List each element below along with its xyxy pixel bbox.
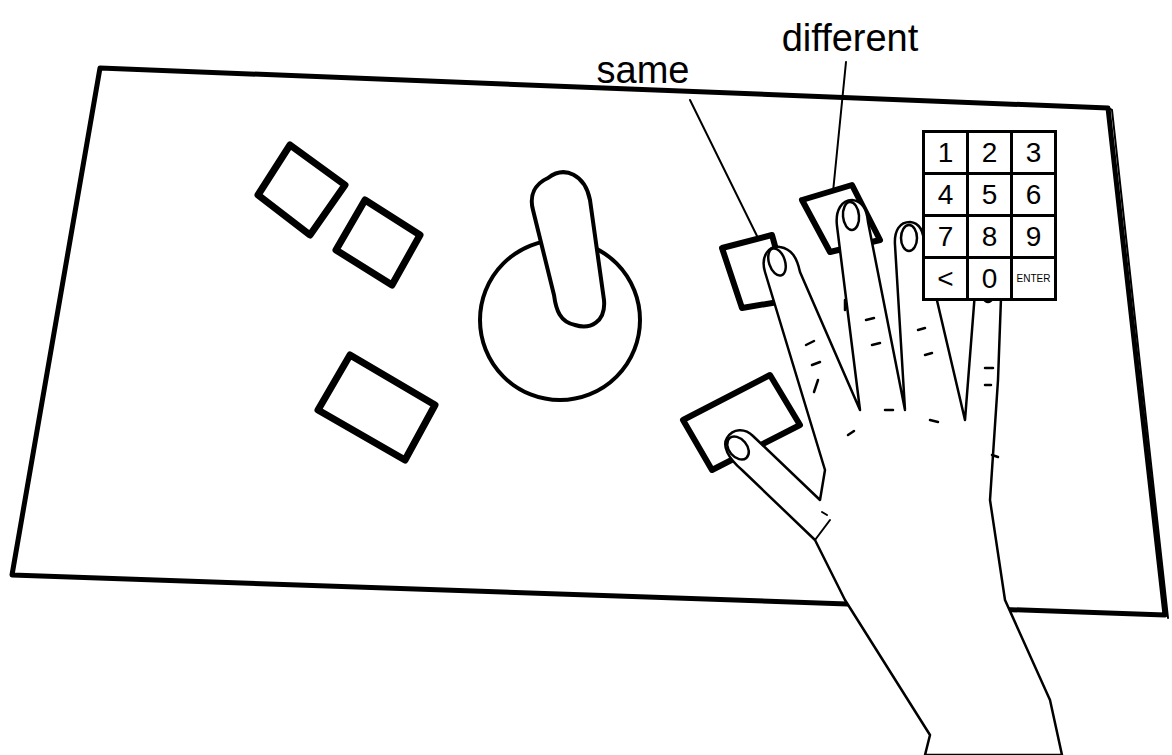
keypad-key: ENTER [1010,256,1057,301]
keypad-key: 7 [922,214,969,259]
keypad-key: 5 [966,172,1013,217]
button [336,200,420,285]
keypad-key: 4 [922,172,969,217]
joystick-stick [532,172,604,326]
keypad-key: 6 [1010,172,1057,217]
keypad-key: 0 [966,256,1013,301]
leader-line [833,62,846,192]
key-label: 1 [938,139,954,167]
button [258,145,345,235]
leader-line [690,100,758,238]
keypad-key: 8 [966,214,1013,259]
key-label: 5 [982,181,998,209]
button-label: same [597,51,690,89]
key-label: 2 [982,139,998,167]
keypad-key: 3 [1010,130,1057,175]
keypad-key: 1 [922,130,969,175]
key-label: ENTER [1017,274,1051,284]
key-label: 4 [938,181,954,209]
hand [723,200,1062,755]
key-label: 9 [1026,223,1042,251]
key-label: < [937,265,953,293]
key-label: 8 [982,223,998,251]
key-label: 7 [938,223,954,251]
keypad-key: 2 [966,130,1013,175]
keypad-key: < [922,256,969,301]
panel-edge [1108,108,1168,618]
key-label: 3 [1026,139,1042,167]
key-label: 0 [982,265,998,293]
button-label: different [782,19,919,57]
keypad-key: 9 [1010,214,1057,259]
button [318,355,435,460]
key-label: 6 [1026,181,1042,209]
